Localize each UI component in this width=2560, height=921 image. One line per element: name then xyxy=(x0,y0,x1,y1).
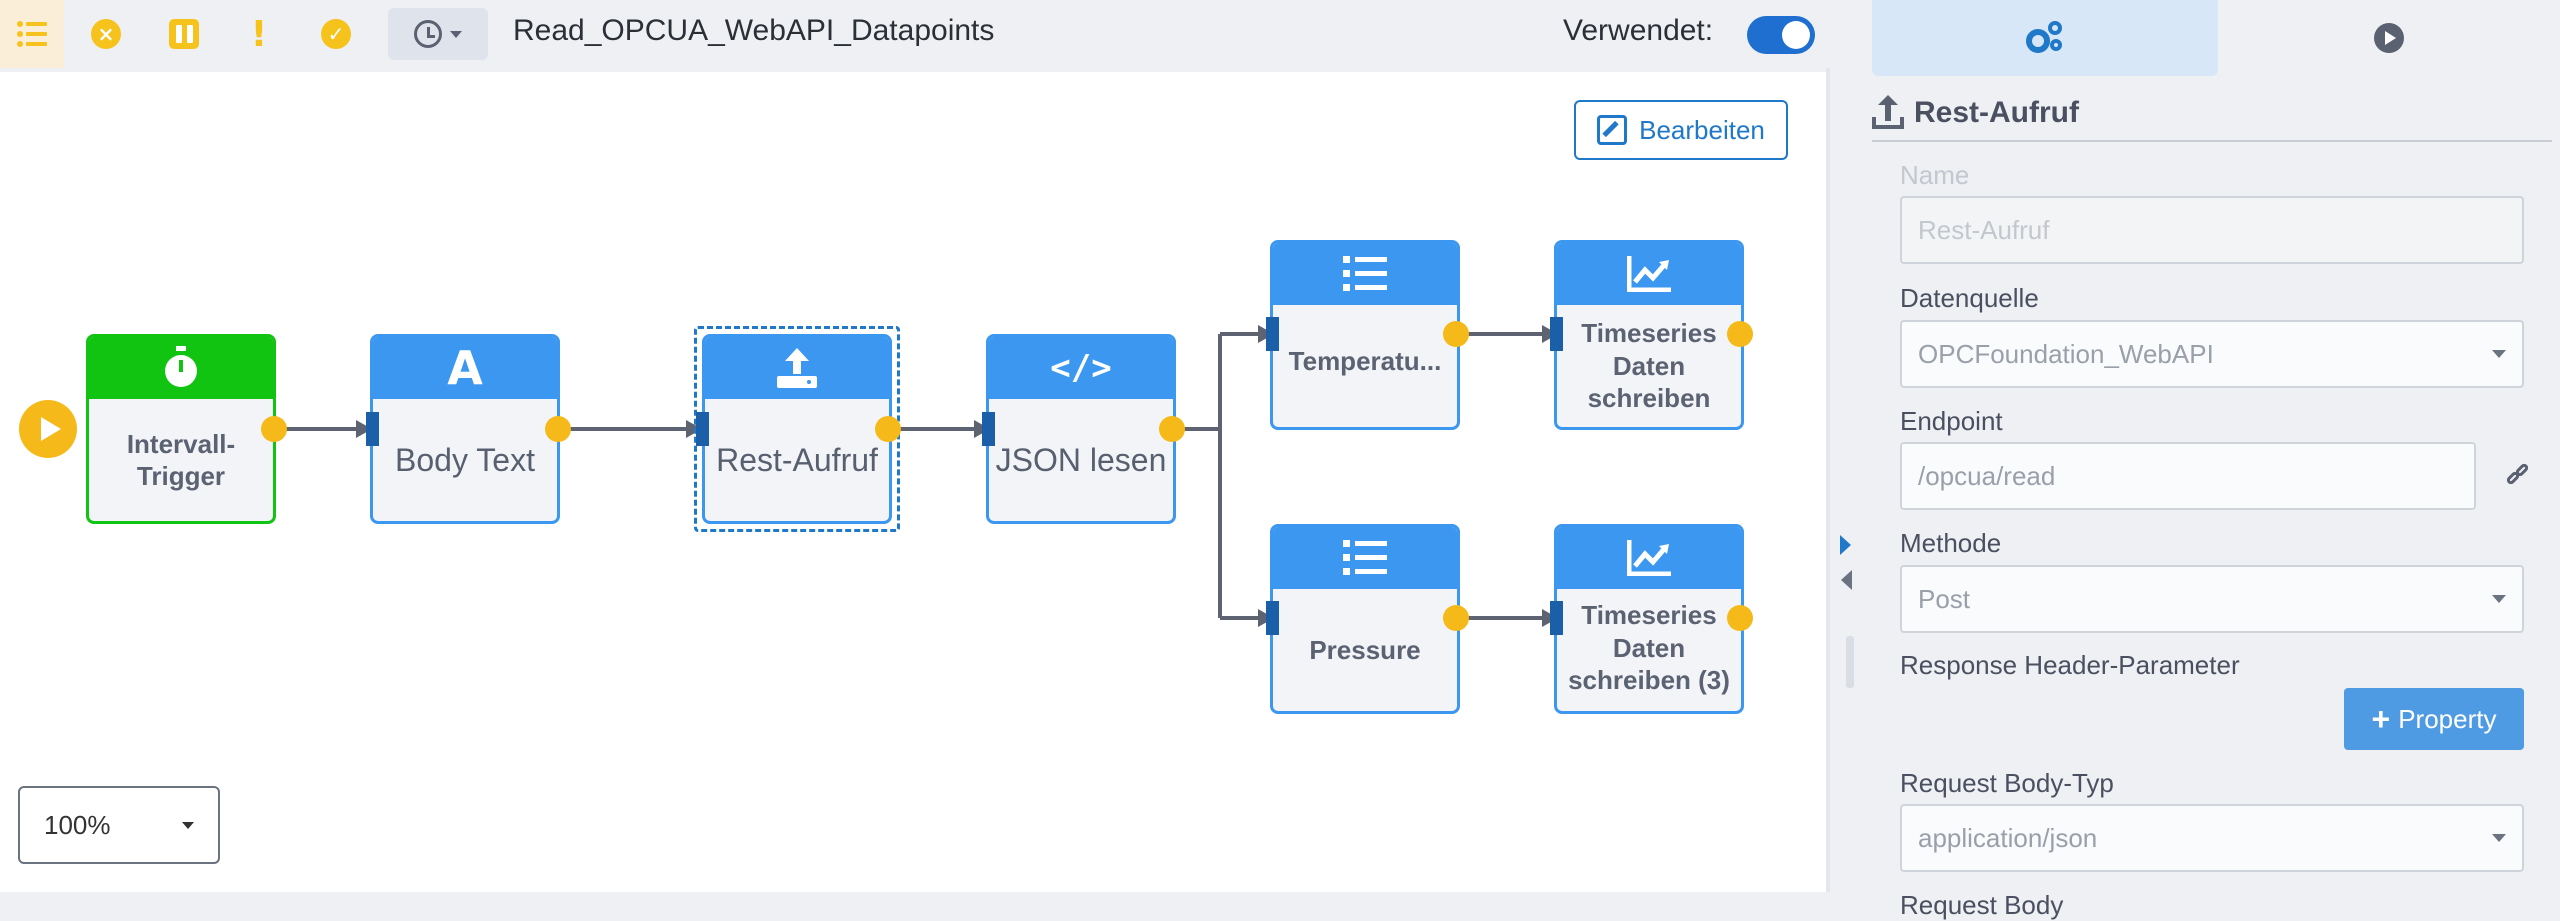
chart-line-icon xyxy=(1557,243,1741,305)
node-intervall-trigger[interactable]: Intervall-Trigger xyxy=(86,334,276,524)
list-icon xyxy=(1273,527,1457,589)
name-label: Name xyxy=(1900,160,1970,190)
node-label: Temperatu... xyxy=(1288,346,1442,376)
node-label: Body Text xyxy=(395,442,535,478)
check-circle-icon[interactable]: ✓ xyxy=(316,0,356,68)
input-port[interactable] xyxy=(1266,601,1279,635)
chevron-down-icon xyxy=(2492,834,2506,842)
panel-title: Rest-Aufruf xyxy=(1872,86,2552,142)
collapse-left-icon[interactable] xyxy=(1841,570,1852,590)
used-label: Verwendet: xyxy=(1563,14,1714,47)
upload-icon xyxy=(1872,95,1904,129)
node-label: Rest-Aufruf xyxy=(716,442,878,478)
name-value: Rest-Aufruf xyxy=(1918,214,2050,245)
method-value: Post xyxy=(1918,583,1971,614)
chevron-down-icon xyxy=(2492,350,2506,358)
used-toggle[interactable] xyxy=(1747,16,1815,54)
input-port[interactable] xyxy=(1266,317,1279,351)
node-label: Timeseries Daten schreiben (3) xyxy=(1568,600,1730,695)
output-port[interactable] xyxy=(1443,321,1469,347)
node-label: JSON lesen xyxy=(995,442,1167,478)
endpoint-label: Endpoint xyxy=(1900,406,2003,436)
method-label: Methode xyxy=(1900,528,2002,558)
output-port[interactable] xyxy=(1727,321,1753,347)
edit-button[interactable]: Bearbeiten xyxy=(1574,100,1788,160)
input-port[interactable] xyxy=(696,412,709,446)
zoom-select[interactable]: 100% xyxy=(18,786,220,864)
expand-right-icon[interactable] xyxy=(1840,535,1851,555)
input-port[interactable] xyxy=(366,412,379,446)
output-port[interactable] xyxy=(875,416,901,442)
tab-settings[interactable] xyxy=(1872,0,2218,76)
list-icon xyxy=(1273,243,1457,305)
node-json-lesen[interactable]: </> JSON lesen xyxy=(986,334,1176,524)
output-port[interactable] xyxy=(1159,416,1185,442)
upload-icon xyxy=(705,337,889,399)
request-body-type-select[interactable]: application/json xyxy=(1900,804,2524,872)
node-label: Intervall-Trigger xyxy=(126,428,236,492)
datasource-label: Datenquelle xyxy=(1900,283,2039,313)
request-body-type-value: application/json xyxy=(1918,822,2098,853)
canvas-bottom-border xyxy=(0,892,1830,906)
node-rest-aufruf[interactable]: Rest-Aufruf xyxy=(702,334,892,524)
schedule-dropdown[interactable] xyxy=(388,8,488,60)
code-icon: </> xyxy=(989,337,1173,399)
stopwatch-icon xyxy=(89,337,273,399)
node-pressure[interactable]: Pressure xyxy=(1270,524,1460,714)
node-timeseries-3[interactable]: Timeseries Daten schreiben (3) xyxy=(1554,524,1744,714)
chevron-down-icon xyxy=(450,30,462,38)
input-port[interactable] xyxy=(1550,601,1563,635)
canvas-border xyxy=(1826,68,1830,906)
request-body-type-label: Request Body-Typ xyxy=(1900,768,2114,798)
plus-icon: + xyxy=(2371,700,2391,737)
clock-icon xyxy=(414,20,442,48)
datasource-select[interactable]: OPCFoundation_WebAPI xyxy=(1900,320,2524,388)
chevron-down-icon xyxy=(182,821,194,829)
output-port[interactable] xyxy=(1727,605,1753,631)
output-port[interactable] xyxy=(545,416,571,442)
endpoint-value: /opcua/read xyxy=(1918,460,2056,491)
input-port[interactable] xyxy=(1550,317,1563,351)
output-port[interactable] xyxy=(261,416,287,442)
top-toolbar: × ! ✓ Read_OPCUA_WebAPI_Datapoints Verwe… xyxy=(0,0,1826,68)
zoom-value: 100% xyxy=(44,809,111,840)
method-select[interactable]: Post xyxy=(1900,565,2524,633)
node-body-text[interactable]: A Body Text xyxy=(370,334,560,524)
response-header-label: Response Header-Parameter xyxy=(1900,650,2240,680)
node-label: Timeseries Daten schreiben xyxy=(1581,318,1717,414)
output-port[interactable] xyxy=(1443,605,1469,631)
text-a-icon: A xyxy=(373,337,557,399)
node-temperature[interactable]: Temperatu... xyxy=(1270,240,1460,430)
flow-title: Read_OPCUA_WebAPI_Datapoints xyxy=(513,14,995,47)
endpoint-field[interactable]: /opcua/read xyxy=(1900,442,2476,510)
link-icon[interactable] xyxy=(2505,462,2532,488)
pause-icon[interactable] xyxy=(164,0,204,68)
datasource-value: OPCFoundation_WebAPI xyxy=(1918,338,2214,369)
chart-line-icon xyxy=(1557,527,1741,589)
node-label: Pressure xyxy=(1309,634,1421,665)
pencil-icon xyxy=(1597,115,1628,145)
warning-icon[interactable]: ! xyxy=(250,13,268,55)
cancel-circle-icon[interactable]: × xyxy=(86,0,126,68)
play-icon xyxy=(2374,23,2404,53)
add-property-label: Property xyxy=(2398,703,2497,734)
input-port[interactable] xyxy=(982,412,995,446)
add-property-button[interactable]: + Property xyxy=(2344,688,2524,750)
name-field[interactable]: Rest-Aufruf xyxy=(1900,196,2524,264)
list-icon[interactable] xyxy=(0,0,64,68)
tab-run[interactable] xyxy=(2218,0,2560,76)
node-timeseries-1[interactable]: Timeseries Daten schreiben xyxy=(1554,240,1744,430)
gears-icon xyxy=(2026,21,2064,55)
start-play-button[interactable] xyxy=(19,400,77,458)
properties-panel: Rest-Aufruf Name Rest-Aufruf Datenquelle… xyxy=(1872,0,2560,920)
splitter-handle[interactable] xyxy=(1846,636,1854,688)
edit-button-label: Bearbeiten xyxy=(1639,114,1765,145)
flow-canvas[interactable] xyxy=(0,72,1826,892)
chevron-down-icon xyxy=(2492,595,2506,603)
panel-title-text: Rest-Aufruf xyxy=(1914,96,2079,129)
